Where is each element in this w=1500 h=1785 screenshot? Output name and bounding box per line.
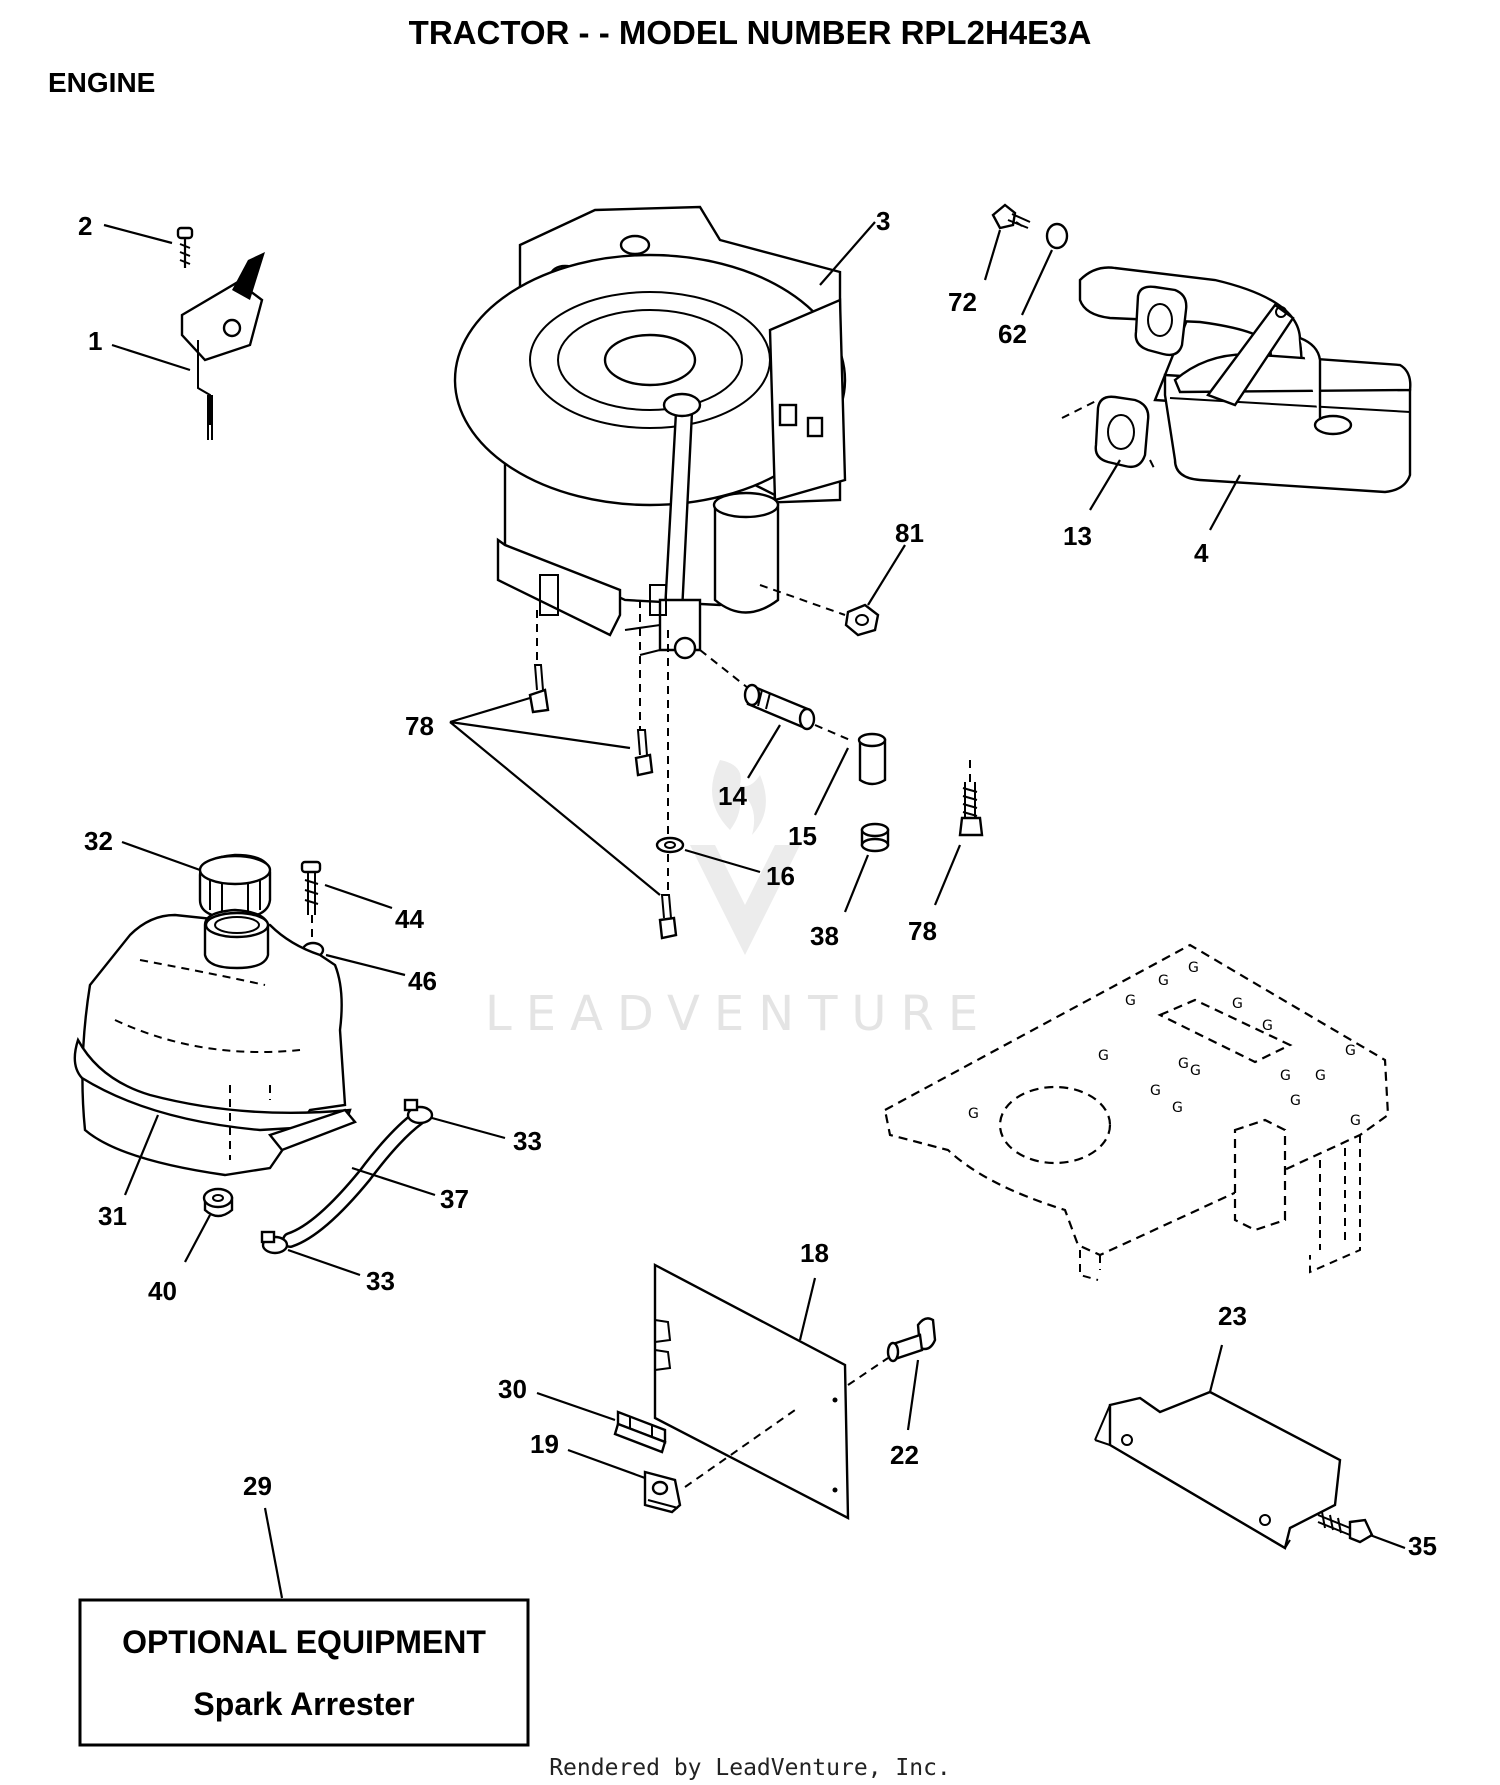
section-title: ENGINE — [48, 67, 155, 98]
part-14-pipe[interactable] — [743, 683, 816, 731]
callout-19: 19 — [530, 1429, 559, 1459]
part-38-cap[interactable] — [860, 822, 890, 853]
part-62-gasket-upper[interactable] — [1134, 285, 1188, 357]
svg-text:G: G — [1190, 1063, 1201, 1079]
part-32-fuel-cap[interactable] — [198, 853, 272, 920]
callout-14: 14 — [718, 781, 747, 811]
callout-29: 29 — [243, 1471, 272, 1501]
callout-13: 13 — [1063, 521, 1092, 551]
callout-1: 1 — [88, 326, 102, 356]
part-33-clamp-lower[interactable] — [260, 1230, 289, 1255]
part-30-clip[interactable] — [613, 1410, 667, 1454]
callout-33-upper: 33 — [513, 1126, 542, 1156]
part-78-bolt-right[interactable] — [958, 782, 984, 837]
part-13-gasket[interactable] — [1094, 395, 1150, 469]
callout-46: 46 — [408, 966, 437, 996]
page-title: TRACTOR - - MODEL NUMBER RPL2H4E3A — [409, 14, 1092, 51]
svg-text:G: G — [1172, 1100, 1183, 1116]
callout-81: 81 — [895, 518, 924, 548]
watermark: LEADVENTURE — [485, 760, 992, 1042]
svg-text:G: G — [1098, 1048, 1109, 1064]
callout-15: 15 — [788, 821, 817, 851]
callout-22: 22 — [890, 1440, 919, 1470]
svg-text:G: G — [1158, 973, 1169, 989]
callout-62: 62 — [998, 319, 1027, 349]
part-31-fuel-tank[interactable] — [73, 908, 357, 1177]
callout-18: 18 — [800, 1238, 829, 1268]
footer-credit: Rendered by LeadVenture, Inc. — [549, 1755, 951, 1781]
callout-72: 72 — [948, 287, 977, 317]
part-44-screw[interactable] — [300, 860, 322, 915]
callout-31: 31 — [98, 1201, 127, 1231]
part-40-grommet[interactable] — [202, 1187, 234, 1218]
optional-equipment-heading: OPTIONAL EQUIPMENT — [122, 1624, 486, 1660]
part-19-nut-plate[interactable] — [643, 1470, 682, 1514]
svg-text:G: G — [1350, 1113, 1361, 1129]
part-4-muffler[interactable] — [1078, 266, 1412, 494]
watermark-text: LEADVENTURE — [485, 986, 992, 1042]
callout-3: 3 — [876, 206, 890, 236]
svg-text:G: G — [1178, 1056, 1189, 1072]
callout-38: 38 — [810, 921, 839, 951]
callout-44: 44 — [395, 904, 424, 934]
callout-4: 4 — [1194, 538, 1209, 568]
part-1-throttle-control[interactable] — [176, 226, 265, 440]
svg-text:G: G — [1188, 960, 1199, 976]
svg-text:G: G — [1315, 1068, 1326, 1084]
callout-35: 35 — [1408, 1531, 1437, 1561]
part-18-heat-shield[interactable] — [653, 1263, 850, 1520]
svg-text:G: G — [1280, 1068, 1291, 1084]
part-22-wing-screw[interactable] — [886, 1317, 937, 1363]
part-23-shield-plate[interactable] — [1094, 1390, 1342, 1550]
callout-37: 37 — [440, 1184, 469, 1214]
part-3-engine[interactable] — [453, 205, 847, 660]
part-72-bolt[interactable] — [991, 203, 1031, 230]
part-33-clamp-upper[interactable] — [403, 1098, 434, 1125]
svg-text:G: G — [1262, 1018, 1273, 1034]
part-62-washer[interactable] — [1045, 222, 1069, 250]
optional-equipment-item: Spark Arrester — [193, 1686, 414, 1722]
callout-33-lower: 33 — [366, 1266, 395, 1296]
callout-40: 40 — [148, 1276, 177, 1306]
part-37-fuel-line[interactable] — [282, 1110, 426, 1248]
callout-2: 2 — [78, 211, 92, 241]
part-16-washer[interactable] — [655, 836, 685, 854]
callout-16: 16 — [766, 861, 795, 891]
part-81-nut[interactable] — [844, 603, 880, 637]
part-15-drain-valve[interactable] — [857, 732, 887, 786]
callout-78-right: 78 — [908, 916, 937, 946]
svg-text:G: G — [1232, 996, 1243, 1012]
optional-equipment-box: OPTIONAL EQUIPMENT Spark Arrester — [78, 1598, 530, 1747]
svg-text:G: G — [1125, 993, 1136, 1009]
callout-23: 23 — [1218, 1301, 1247, 1331]
callout-78-left: 78 — [405, 711, 434, 741]
part-78-bolts[interactable] — [528, 664, 678, 940]
svg-text:G: G — [1345, 1043, 1356, 1059]
part-35-screw[interactable] — [1317, 1511, 1374, 1544]
callout-32: 32 — [84, 826, 113, 856]
svg-text:G: G — [1290, 1093, 1301, 1109]
svg-text:G: G — [968, 1106, 979, 1122]
callout-30: 30 — [498, 1374, 527, 1404]
svg-text:G: G — [1150, 1083, 1161, 1099]
